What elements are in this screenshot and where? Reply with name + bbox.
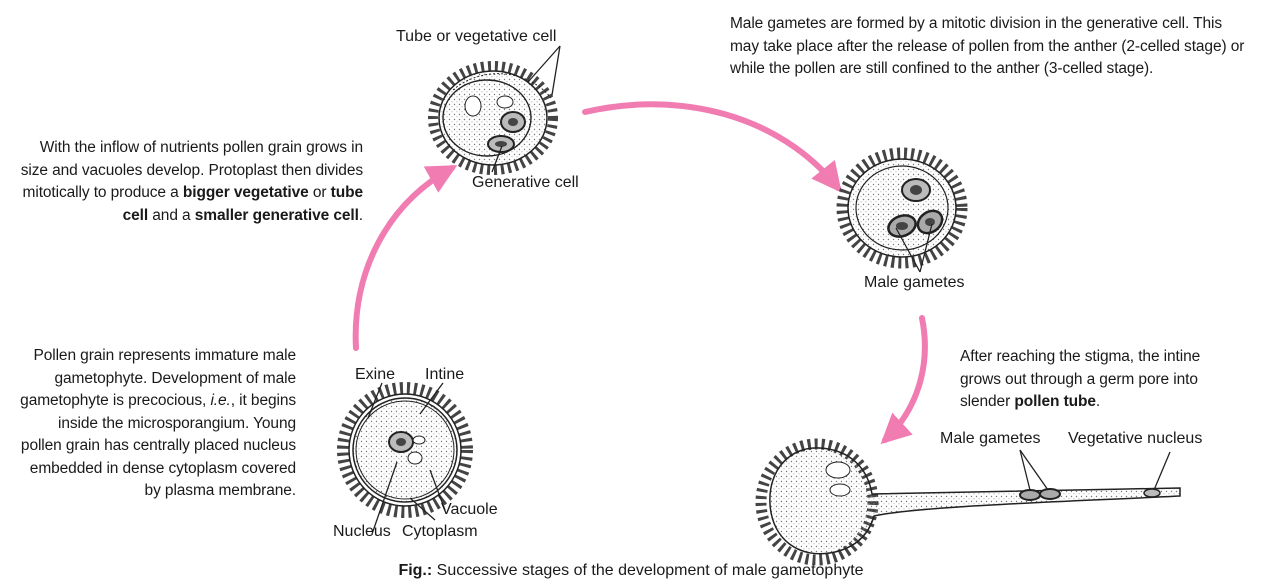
two-celled-pollen bbox=[433, 66, 553, 170]
young-pollen-grain bbox=[343, 388, 467, 512]
label-cytoplasm: Cytoplasm bbox=[402, 523, 478, 541]
arrow-stage3-to-stage4 bbox=[885, 318, 925, 440]
caption-prefix: Fig.: bbox=[398, 562, 432, 579]
desc2-text-3: and a bbox=[148, 207, 195, 224]
label-intine: Intine bbox=[425, 366, 464, 384]
figure-caption: Fig.: Successive stages of the developme… bbox=[0, 562, 1262, 580]
desc2-bold-1: bigger vegetative bbox=[183, 184, 309, 201]
pollen-tube-grain bbox=[761, 444, 1180, 560]
label-vacuole: Vacuole bbox=[441, 501, 498, 519]
caption-text: Successive stages of the development of … bbox=[432, 562, 863, 579]
label-vegetative-nucleus: Vegetative nucleus bbox=[1068, 430, 1202, 448]
desc2-bold-3: smaller generative cell bbox=[195, 207, 359, 224]
description-pollen-tube: After reaching the stigma, the intine gr… bbox=[960, 346, 1230, 414]
label-exine: Exine bbox=[355, 366, 395, 384]
arrow-stage1-to-stage2 bbox=[356, 168, 452, 348]
desc4-text-2: . bbox=[1096, 393, 1100, 410]
desc2-text-2: or bbox=[309, 184, 331, 201]
label-male-gametes-tube: Male gametes bbox=[940, 430, 1041, 448]
three-celled-pollen bbox=[842, 153, 962, 263]
desc2-text-4: . bbox=[359, 207, 363, 224]
label-nucleus: Nucleus bbox=[333, 523, 391, 541]
label-male-gametes-stage3: Male gametes bbox=[864, 274, 965, 292]
description-vegetative-generative: With the inflow of nutrients pollen grai… bbox=[18, 137, 363, 227]
label-generative-cell: Generative cell bbox=[472, 174, 579, 192]
label-tube-cell: Tube or vegetative cell bbox=[396, 28, 556, 46]
description-male-gamete-formation: Male gametes are formed by a mitotic div… bbox=[730, 13, 1255, 81]
desc4-bold-1: pollen tube bbox=[1014, 393, 1096, 410]
desc3-italic-1: i.e. bbox=[210, 392, 230, 409]
description-immature-gametophyte: Pollen grain represents immature male ga… bbox=[15, 345, 296, 503]
arrow-stage2-to-stage3 bbox=[585, 104, 838, 188]
